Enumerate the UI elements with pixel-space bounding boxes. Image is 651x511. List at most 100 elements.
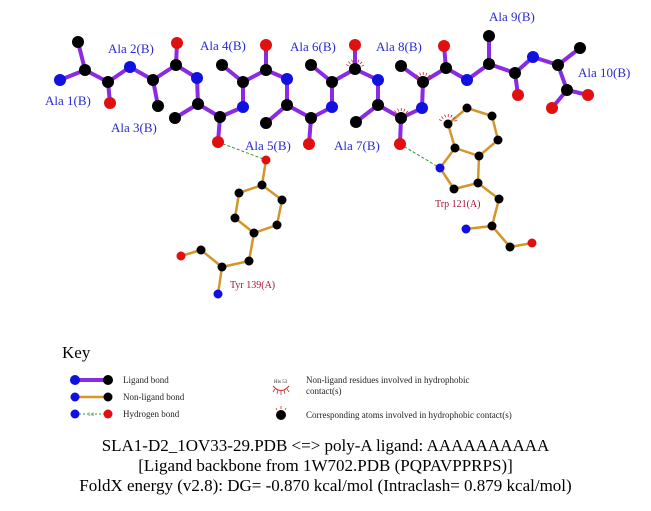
carbon-atom [192,98,204,110]
caption-line-2: [Ligand backbone from 1W702.PDB (PQPAVPP… [138,456,513,475]
carbon-atom [249,228,259,238]
nitrogen-atom [527,51,539,63]
oxygen-atom-icon [103,409,113,419]
key-hydrophobic-residue-2: contact(s) [306,386,341,396]
hydrophobic-arc-icon [272,385,290,391]
hydrophobic-contact-mark [450,114,453,118]
hydrophobic-contact-mark [425,72,428,76]
nonligand-bond [490,198,501,227]
carbon-atom [494,194,504,204]
nitrogen-atom [124,61,136,73]
hydrophobic-contact-mark [429,77,433,80]
carbon-atom [483,30,495,42]
carbon-atom [372,99,384,111]
carbon-atom [169,112,181,124]
key: Key Ligand bond Non-ligand bond 3.0 Hydr… [62,343,512,420]
oxygen-atom [582,89,594,101]
oxygen-atom [260,39,272,51]
hydrophobic-contact-mark [357,59,360,63]
residue-label: Ala 6(B) [290,39,336,54]
carbon-atom [216,59,228,71]
nitrogen-atom [435,163,445,173]
carbon-atom [450,143,460,153]
hydrophobic-contact-mark [394,110,397,114]
oxygen-atom [546,102,558,114]
nitrogen-atom [281,73,293,85]
carbon-atom-icon [103,375,113,385]
hydrophobic-contact-mark [348,61,351,65]
carbon-atom [395,112,407,124]
atoms [54,30,594,299]
hydrophobic-contact-mark [361,64,365,67]
oxygen-atom [171,37,183,49]
residue-label: Ala 10(B) [578,65,630,80]
nitrogen-atom [372,74,384,86]
caption-line-3: FoldX energy (v2.8): DG= -0.870 kcal/mol… [79,476,572,495]
residue-label: Ala 9(B) [489,9,535,24]
hydrogen-bond [217,141,267,161]
hydrophobic-contact-mark [416,74,419,78]
key-hydrophobic-atoms: Corresponding atoms involved in hydropho… [306,410,512,420]
key-title: Key [62,343,91,362]
carbon-atom [305,112,317,124]
hydrophobic-marks [345,58,458,122]
carbon-atom [395,60,407,72]
carbon-atom [196,245,206,255]
carbon-atom [281,99,293,111]
oxygen-atom [527,238,537,248]
carbon-atom [214,111,226,123]
nonligand-bond [476,155,481,184]
carbon-atom [260,64,272,76]
carbon-atom [79,64,91,76]
carbon-atom [483,58,495,70]
hydrophobic-contact-mark [419,72,422,76]
nitrogen-atom [237,101,249,113]
hydrophobic-contact-mark [391,113,395,116]
hbond-length: 3.0 [88,413,95,418]
nitrogen-atom-icon [70,375,80,385]
nonligand-bond [221,259,250,269]
residue-label: Ala 7(B) [334,138,380,153]
hydrophobic-contact-mark [351,59,354,63]
hydrophobic-contact-mark [413,77,417,80]
nonligand-bond [491,225,511,248]
hydrophobic-contact-mark [444,114,447,118]
carbon-atom [487,111,497,121]
carbon-atom [272,220,282,230]
hydrophobic-atom-icon [276,410,286,420]
residue-label: Ala 4(B) [200,38,246,53]
carbon-atom [449,184,459,194]
key-nonligand-bond: Non-ligand bond [123,392,185,402]
oxygen-atom [261,155,271,165]
hydrophobic-contact-mark [403,108,406,112]
bonds [59,36,589,295]
nitrogen-atom [461,74,473,86]
carbon-atom [561,84,573,96]
protein-residue-label: Tyr 139(A) [230,280,275,291]
carbon-atom [487,221,497,231]
carbon-atom [277,195,287,205]
nitrogen-atom [54,74,66,86]
hydrophobic-contact-mark [427,74,431,78]
carbon-atom [147,74,159,86]
carbon-atom [257,180,267,190]
oxygen-atom [212,136,224,148]
hydrophobic-contact-mark [438,119,442,122]
residue-label: Ala 3(B) [111,120,157,135]
nitrogen-atom-icon [70,392,80,402]
hydrophobic-contact-mark [441,116,444,120]
carbon-atom [349,63,361,75]
carbon-atom [72,36,84,48]
carbon-atom [574,42,586,54]
nonligand-bond [200,249,223,268]
nonligand-bond [247,232,256,262]
carbon-atom [170,59,182,71]
hydrophobic-contact-mark [405,110,409,114]
carbon-atom [244,256,254,266]
oxygen-atom [104,97,116,109]
nitrogen-atom [326,101,338,113]
carbon-atom [102,76,114,88]
residue-label: Ala 5(B) [245,138,291,153]
hydrophobic-contact-mark [345,64,349,67]
carbon-atom [152,100,164,112]
